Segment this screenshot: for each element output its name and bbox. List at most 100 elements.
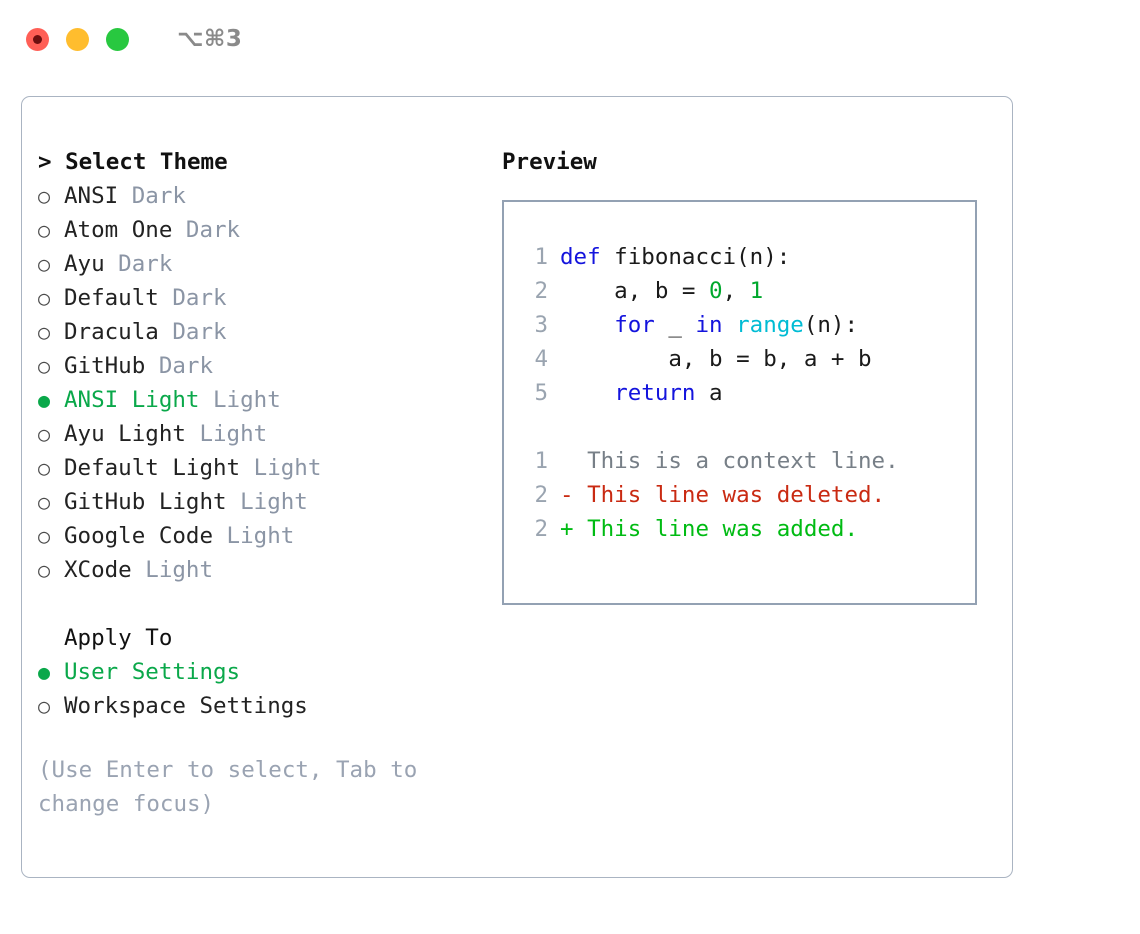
radio-unselected-icon: ○ <box>38 218 51 242</box>
theme-variant-badge: Dark <box>145 353 214 379</box>
theme-list-item[interactable]: ○ANSI Dark <box>38 179 498 213</box>
preview-title: Preview <box>502 149 597 175</box>
apply-to-item[interactable]: ● User Settings <box>38 655 498 689</box>
theme-list-item[interactable]: ○ XCode Light <box>38 553 498 587</box>
apply-to-label-text: User Settings <box>64 659 241 685</box>
theme-list-item[interactable]: ○ Dracula Dark <box>38 315 498 349</box>
apply-to-list[interactable]: ● User Settings ○ Workspace Settings <box>38 655 498 723</box>
minimize-window-icon[interactable] <box>66 27 89 51</box>
radio-unselected-icon: ○ <box>38 286 51 310</box>
spacer <box>38 587 498 621</box>
code-line-text: def fibonacci(n): <box>560 240 790 274</box>
radio-unselected-icon: ○ <box>38 422 51 446</box>
theme-list-item[interactable]: ○ Default Light Light <box>38 451 498 485</box>
theme-variant-badge: Light <box>199 387 281 413</box>
radio-unselected-icon: ○ <box>38 184 51 208</box>
close-window-icon[interactable] <box>26 27 49 51</box>
apply-to-label-text: Workspace Settings <box>64 693 308 719</box>
radio-unselected-icon: ○ <box>38 456 51 480</box>
radio-selected-icon: ● <box>38 388 51 412</box>
theme-name: Google Code <box>64 523 214 549</box>
theme-variant-badge: Dark <box>118 183 186 209</box>
radio-selected-icon: ● <box>38 660 51 684</box>
code-line: 3 for _ in range(n): <box>504 308 975 342</box>
radio-unselected-icon: ○ <box>38 524 51 548</box>
theme-name: Dracula <box>64 319 159 345</box>
radio-unselected-icon: ○ <box>38 490 51 514</box>
theme-name: GitHub <box>64 353 146 379</box>
theme-name: Ayu Light <box>64 421 186 447</box>
theme-name: Default Light <box>64 455 241 481</box>
code-token: for <box>614 312 655 338</box>
theme-variant-badge: Dark <box>158 319 227 345</box>
diff-line-add: 2+ This line was added. <box>504 512 975 546</box>
code-token: a, b = <box>560 278 710 304</box>
theme-list-item[interactable]: ○ GitHub Dark <box>38 349 498 383</box>
theme-list-item[interactable]: ○ Default Dark <box>38 281 498 315</box>
theme-list[interactable]: ○ANSI Dark○Atom One Dark○Ayu Dark○Defaul… <box>38 179 498 587</box>
code-token: a, b = b, a + b <box>560 346 872 372</box>
theme-variant-badge: Light <box>131 557 214 583</box>
code-token: in <box>695 312 723 338</box>
theme-variant-badge: Dark <box>158 285 227 311</box>
diff-line-ctx: 1 This is a context line. <box>504 444 975 478</box>
radio-unselected-icon: ○ <box>38 694 51 718</box>
theme-selector-column: > Select Theme ○ANSI Dark○Atom One Dark○… <box>38 145 498 821</box>
traffic-lights <box>26 27 129 51</box>
theme-list-item[interactable]: ● ANSI Light Light <box>38 383 498 417</box>
code-token: return <box>614 380 696 406</box>
code-token: (n): <box>803 312 859 338</box>
theme-list-item[interactable]: ○ Google Code Light <box>38 519 498 553</box>
code-token: a <box>695 380 723 406</box>
theme-list-item[interactable]: ○GitHub Light Light <box>38 485 498 519</box>
diff-line-text: This is a context line. <box>560 448 899 474</box>
radio-unselected-icon: ○ <box>38 252 51 276</box>
line-number: 3 <box>534 312 548 338</box>
line-number: 5 <box>534 380 548 406</box>
line-number: 1 <box>534 244 548 270</box>
title-bar: ⌥⌘3 <box>0 0 1140 78</box>
theme-name: XCode <box>64 557 132 583</box>
radio-unselected-icon: ○ <box>38 320 51 344</box>
theme-variant-badge: Light <box>213 523 295 549</box>
maximize-window-icon[interactable] <box>106 27 129 51</box>
code-line-text: for _ in range(n): <box>560 308 858 342</box>
radio-unselected-icon: ○ <box>38 354 51 378</box>
code-token <box>723 312 737 338</box>
theme-name: Atom One <box>64 217 173 243</box>
code-token <box>560 380 614 406</box>
keyboard-shortcut-label: ⌥⌘3 <box>177 26 243 52</box>
theme-name: ANSI Light <box>64 387 200 413</box>
code-line: 5 return a <box>504 376 975 410</box>
code-token <box>560 312 614 338</box>
code-token: fibonacci(n): <box>600 244 791 270</box>
code-line-text: return a <box>560 376 723 410</box>
diff-line-text: - This line was deleted. <box>560 482 886 508</box>
radio-unselected-icon: ○ <box>38 558 51 582</box>
theme-name: Ayu <box>64 251 105 277</box>
code-token: 0 <box>709 278 723 304</box>
theme-variant-badge: Light <box>240 455 322 481</box>
code-line: 4 a, b = b, a + b <box>504 342 975 376</box>
theme-name: GitHub Light <box>64 489 227 515</box>
diff-line-del: 2 - This line was deleted. <box>504 478 975 512</box>
theme-list-item[interactable]: ○Ayu Light Light <box>38 417 498 451</box>
code-token: , <box>722 278 750 304</box>
theme-variant-badge: Dark <box>104 251 173 277</box>
apply-to-item[interactable]: ○ Workspace Settings <box>38 689 498 723</box>
diff-sample: 1 This is a context line. 2 - This line wa… <box>504 444 975 546</box>
main-panel: > Select Theme ○ANSI Dark○Atom One Dark○… <box>21 96 1013 878</box>
code-token: range <box>736 312 804 338</box>
theme-name: Default <box>64 285 159 311</box>
code-line-text: a, b = 0, 1 <box>560 274 763 308</box>
code-line: 1 def fibonacci(n): <box>504 240 975 274</box>
code-token: def <box>560 244 601 270</box>
theme-list-item[interactable]: ○ Ayu Dark <box>38 247 498 281</box>
theme-list-item[interactable]: ○Atom One Dark <box>38 213 498 247</box>
line-number: 4 <box>534 346 548 372</box>
line-number: 2 <box>534 482 548 508</box>
code-token: _ <box>654 312 696 338</box>
